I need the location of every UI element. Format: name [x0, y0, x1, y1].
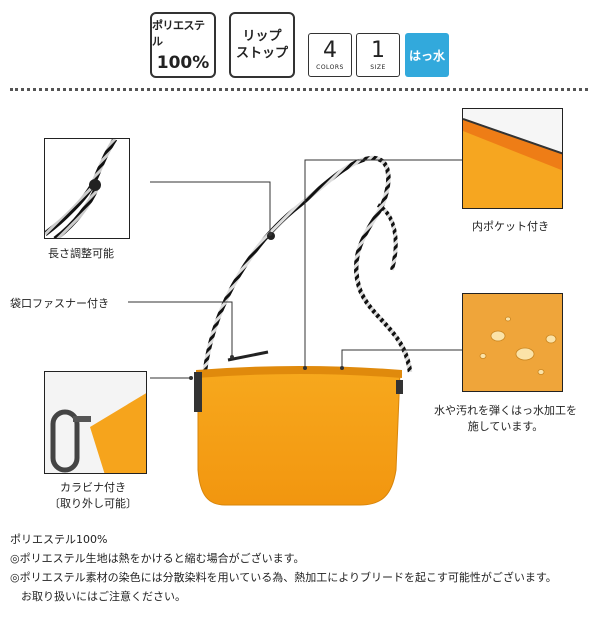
strap-clip-icon: [396, 380, 403, 394]
caption-water-line1: 水や汚れを弾くはっ水加工を: [434, 404, 577, 417]
caption-carabiner-line1: カラビナ付き: [60, 481, 126, 494]
caption-inner-pocket: 内ポケット付き: [472, 220, 549, 233]
caption-carabiner: カラビナ付き 〔取り外し可能〕: [49, 480, 137, 512]
colors-count: 4: [323, 37, 337, 63]
zipper-pull-icon: [227, 350, 269, 362]
caption-water-line2: 施しています。: [467, 420, 544, 433]
note-care: お取り扱いにはご注意ください。: [10, 590, 186, 603]
water-repellent-badge: はっ水: [405, 33, 449, 77]
size-count: 1: [371, 37, 385, 63]
photo-carabiner: [44, 371, 147, 474]
material-badge: ポリエステル 100%: [150, 12, 216, 78]
caption-water-repellent: 水や汚れを弾くはっ水加工を 施しています。: [434, 403, 577, 435]
leader-length: [150, 181, 271, 232]
fabric-badge-line2: ストップ: [235, 46, 288, 61]
photo-inner-pocket: [462, 108, 563, 209]
photo-strap-adjuster: [44, 138, 130, 239]
note-material: ポリエステル100%: [10, 533, 108, 546]
bag-body: [197, 371, 401, 506]
zipper-top: [196, 366, 402, 378]
material-badge-percent: 100%: [156, 53, 210, 73]
leader-zipper: [128, 301, 233, 355]
bag-illustration: [128, 155, 462, 506]
size-badge: 1 SIZE: [356, 33, 400, 77]
colors-badge: 4 COLORS: [308, 33, 352, 77]
dotted-divider: [10, 88, 588, 91]
size-label: SIZE: [370, 63, 386, 71]
leader-water: [341, 349, 462, 366]
material-badge-label: ポリエステル: [152, 19, 205, 48]
caption-length-adjustable: 長さ調整可能: [48, 247, 114, 260]
strap-cord-tail: [376, 203, 398, 271]
colors-label: COLORS: [316, 63, 344, 71]
photo-water-repellent: [462, 293, 563, 392]
fabric-badge-line1: リップ: [242, 29, 282, 44]
note-bleed: ◎ポリエステル素材の染色には分散染料を用いている為、熱加工によりブリードを起こす…: [10, 571, 557, 584]
strap-cord: [202, 155, 413, 373]
caption-carabiner-line2: 〔取り外し可能〕: [49, 497, 137, 510]
caption-zipper: 袋口ファスナー付き: [10, 297, 109, 310]
fabric-badge: リップ ストップ: [229, 12, 295, 78]
leader-pocket: [304, 159, 462, 366]
product-notes: ポリエステル100% ◎ポリエステル生地は熱をかけると縮む場合がございます。 ◎…: [10, 530, 557, 606]
carabiner-clip-icon: [194, 372, 202, 412]
note-shrink: ◎ポリエステル生地は熱をかけると縮む場合がございます。: [10, 552, 305, 565]
